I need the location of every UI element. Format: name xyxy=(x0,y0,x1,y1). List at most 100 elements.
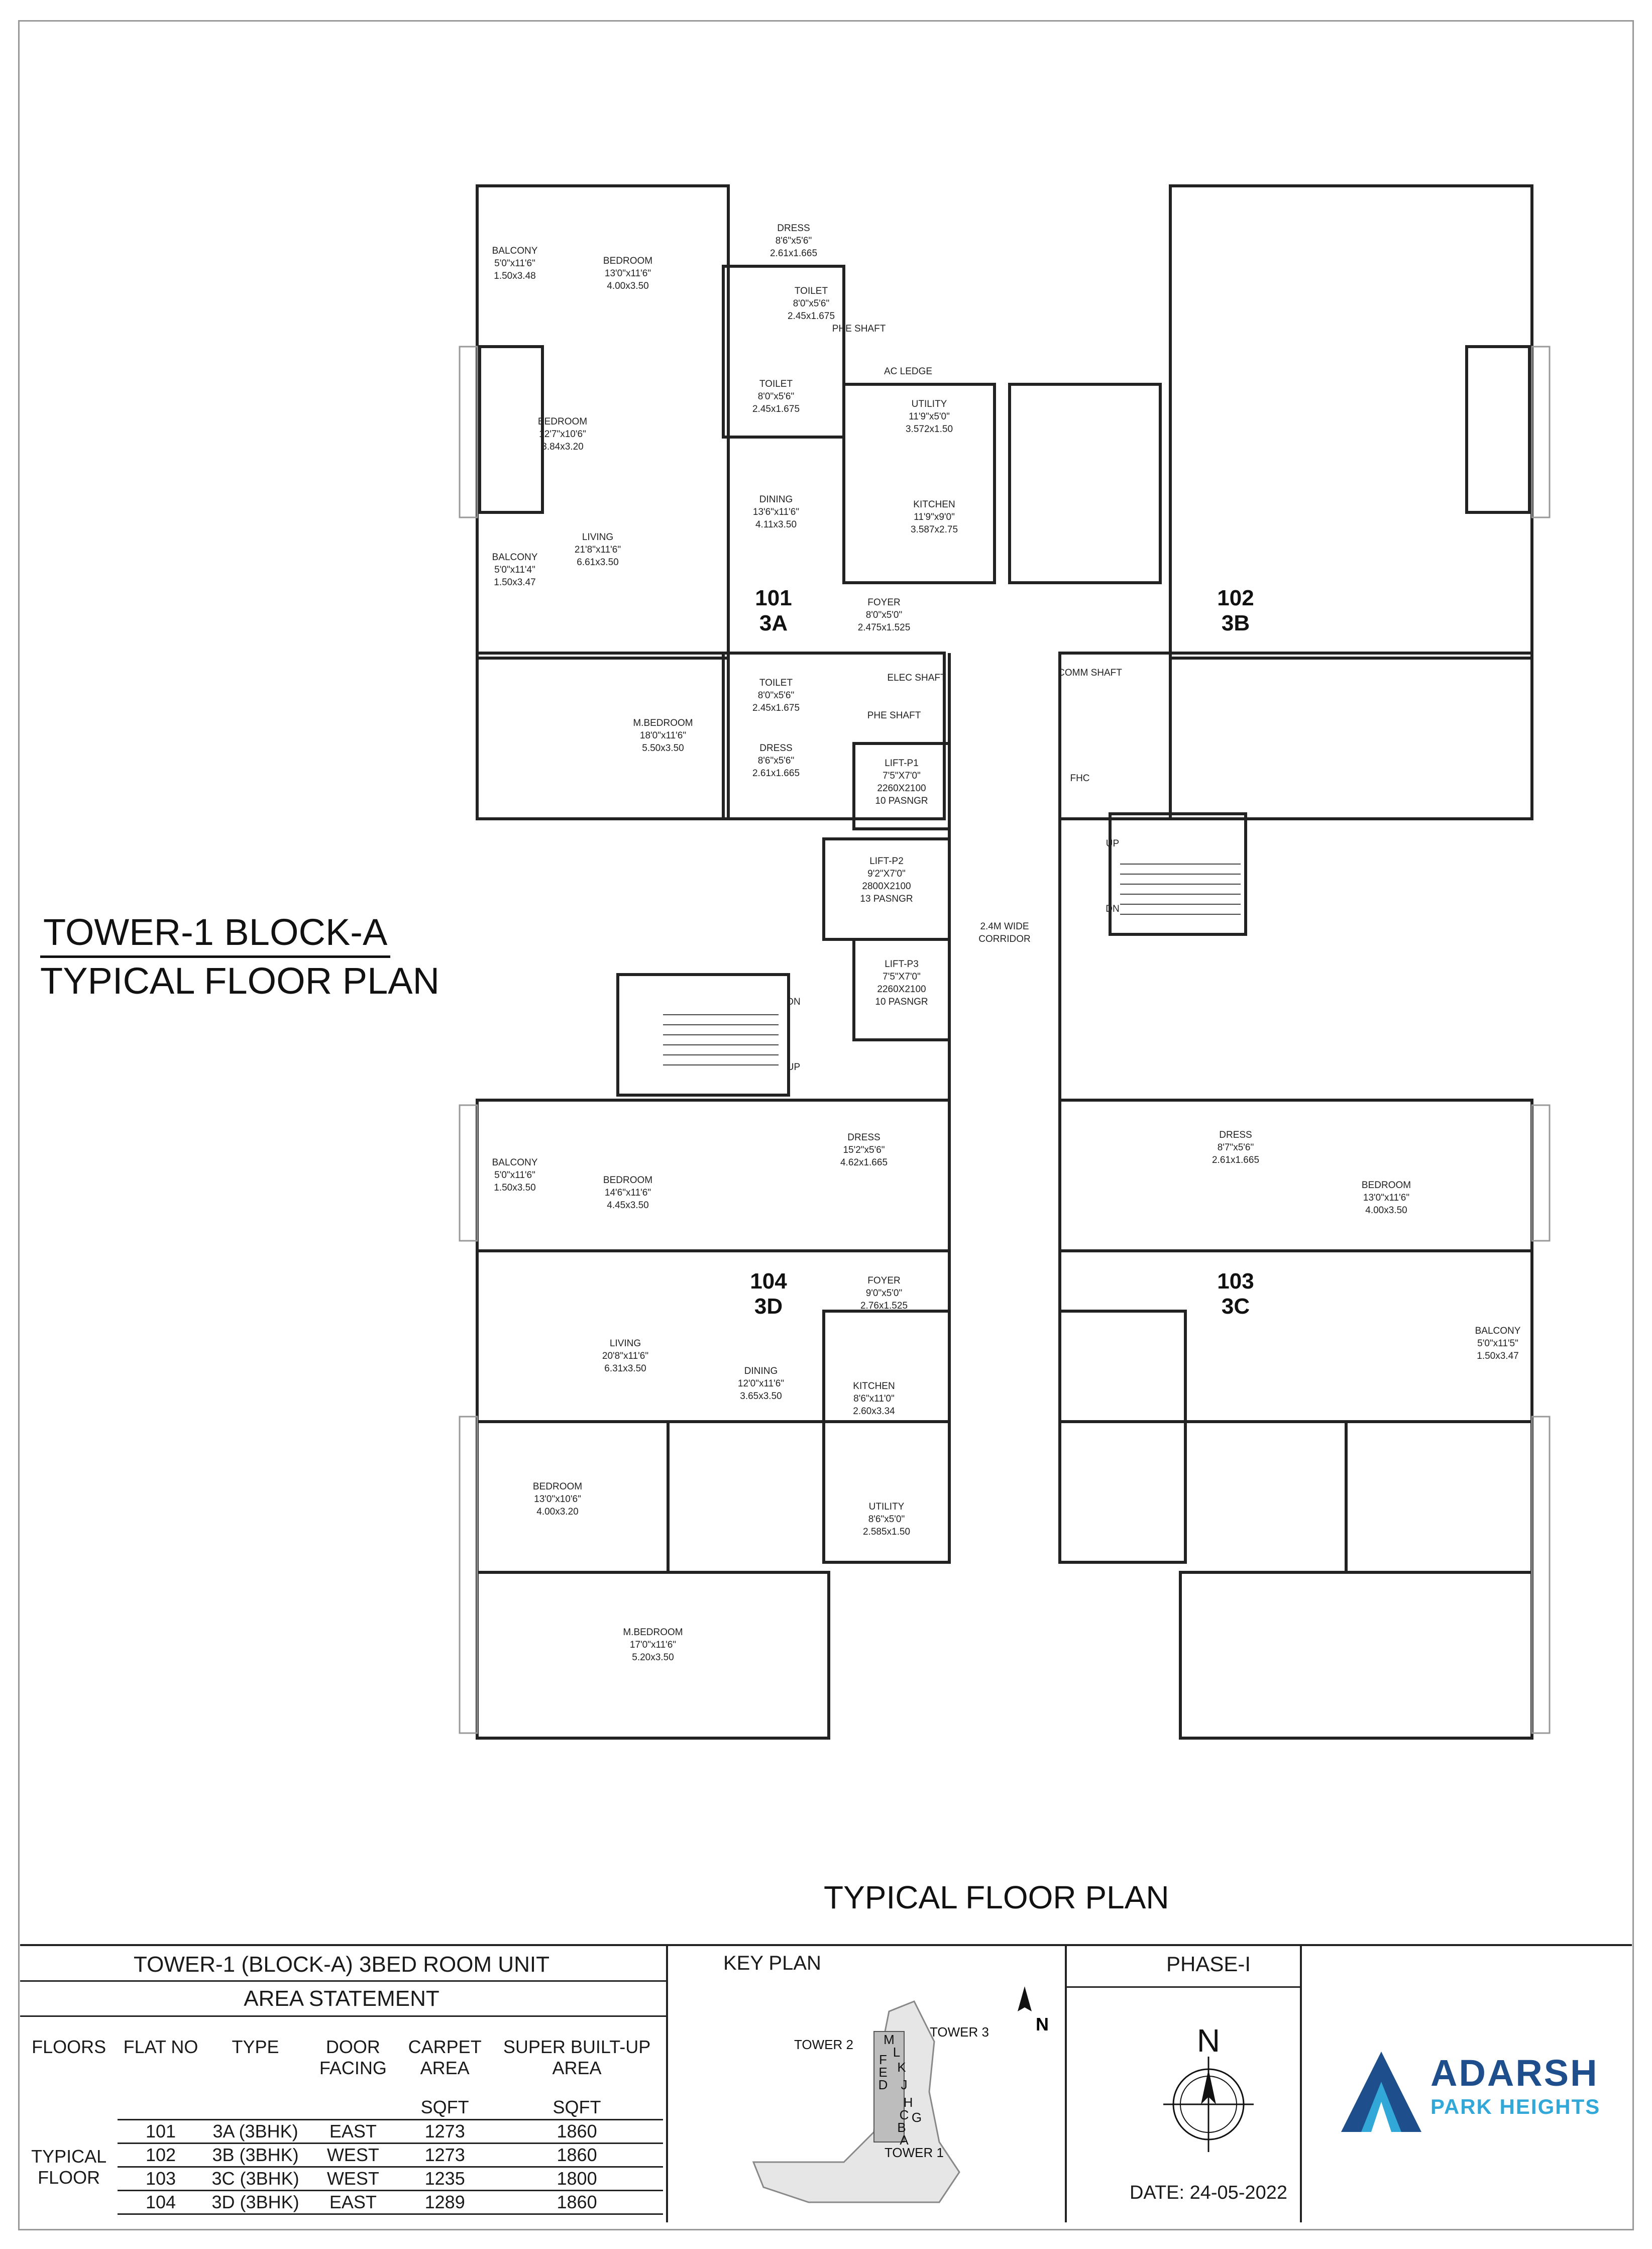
area-statement-table: FLOORS FLAT NO TYPE DOOR FACING CARPET A… xyxy=(20,2037,663,2215)
room-dim: 8'0"x5'6" xyxy=(793,298,830,309)
room-dim: 8'6"x11'0" xyxy=(853,1394,895,1404)
room-dim: 5'0"x11'6" xyxy=(494,1170,535,1181)
area-subtitle: AREA STATEMENT xyxy=(244,1986,439,2011)
unit-103-number: 103 xyxy=(1217,1269,1254,1294)
room-label: PHE SHAFT xyxy=(832,324,886,334)
facing-cell: EAST xyxy=(307,2190,399,2215)
room-dim: 13'6"x11'6" xyxy=(753,507,799,517)
tower-2-label: TOWER 2 xyxy=(794,2037,853,2052)
block-label: L xyxy=(893,2045,900,2060)
stair-up-label: UP xyxy=(787,1062,800,1073)
room-label: TOILET xyxy=(759,678,793,688)
plan-title: TOWER-1 BLOCK-A TYPICAL FLOOR PLAN xyxy=(40,909,439,1004)
room-metric: 4.00x3.20 xyxy=(536,1507,578,1517)
table-row: 104 3D (3BHK) EAST 1289 1860 xyxy=(20,2190,663,2215)
room-metric: 6.31x3.50 xyxy=(604,1363,646,1374)
unit-cell xyxy=(118,2096,204,2120)
divider xyxy=(666,1946,668,2222)
room-label: BALCONY xyxy=(492,552,538,563)
unit-103-outline xyxy=(1058,1099,1533,1252)
room-dim: 5'0"x11'4" xyxy=(494,565,535,575)
room-dim: 8'6"x5'0" xyxy=(868,1514,905,1525)
room-dim: 8'6"x5'6" xyxy=(758,756,795,766)
room-dim: 8'0"x5'6" xyxy=(758,690,795,701)
room-label: M.BEDROOM xyxy=(633,718,693,728)
room-metric: 3.587x2.75 xyxy=(911,524,958,535)
unit-102-kitchen xyxy=(1008,383,1162,584)
brand-tagline: PARK HEIGHTS xyxy=(1430,2095,1601,2118)
compass-icon: N xyxy=(1163,2022,1254,2152)
unit-102-type: 3B xyxy=(1222,611,1250,635)
room-metric: 2.61x1.665 xyxy=(752,768,800,779)
room-metric: 3.572x1.50 xyxy=(906,424,953,435)
room-label: UTILITY xyxy=(869,1502,905,1512)
unit-102-number: 102 xyxy=(1217,586,1254,610)
room-metric: 2.475x1.525 xyxy=(858,622,911,633)
unit-101-balcony xyxy=(478,345,544,514)
unit-101-master-bedroom xyxy=(476,652,730,820)
room-label: TOILET xyxy=(795,286,828,296)
room-label: KITCHEN xyxy=(853,1381,895,1391)
block-label: D xyxy=(878,2077,888,2092)
room-metric: 2.45x1.675 xyxy=(788,311,835,322)
room-label: DINING xyxy=(744,1366,778,1376)
key-plan-label: KEY PLAN xyxy=(723,1952,821,1974)
phase-label: PHASE-I xyxy=(1166,1952,1251,1976)
room-label: PHE SHAFT xyxy=(867,710,921,721)
stair-down-label: DN xyxy=(1106,904,1119,914)
room-metric: 2260X2100 xyxy=(877,984,926,995)
corridor-label: CORRIDOR xyxy=(978,934,1030,944)
room-metric: 6.61x3.50 xyxy=(577,557,618,568)
room-label: BEDROOM xyxy=(1362,1180,1411,1191)
unit-cell xyxy=(203,2096,307,2120)
room-label: FOYER xyxy=(867,597,900,608)
room-metric: 1.50x3.48 xyxy=(494,271,535,281)
room-dim: 21'8"x11'6" xyxy=(575,545,621,555)
divider xyxy=(1065,1946,1067,2222)
room-label: BEDROOM xyxy=(603,256,652,266)
room-metric: 4.00x3.50 xyxy=(607,281,648,291)
room-metric: 2260X2100 xyxy=(877,783,926,794)
flat-cell: 103 xyxy=(118,2167,204,2191)
room-metric: 4.45x3.50 xyxy=(607,1200,648,1211)
unit-cell: SQFT xyxy=(399,2096,491,2120)
room-label: LIVING xyxy=(582,532,613,543)
floor-plan-drawing: 101 3A 102 3B 104 3D 103 3C BALCONY 5'0"… xyxy=(459,184,1551,1740)
tower-3-label: TOWER 3 xyxy=(930,2024,989,2040)
room-label: BALCONY xyxy=(1475,1326,1521,1336)
room-label: LIFT-P1 xyxy=(885,758,919,769)
room-label: LIFT-P2 xyxy=(869,856,904,867)
room-label: BEDROOM xyxy=(603,1175,652,1186)
room-dim: 18'0"x11'6" xyxy=(640,730,686,741)
room-metric: 5.50x3.50 xyxy=(642,743,684,754)
flat-cell: 104 xyxy=(118,2190,204,2215)
plan-caption: TYPICAL FLOOR PLAN xyxy=(824,1879,1169,1915)
unit-101-kitchen xyxy=(842,383,996,584)
room-metric: 3.65x3.50 xyxy=(740,1391,782,1402)
plan-title-line2: TYPICAL FLOOR PLAN xyxy=(40,960,440,1002)
room-dim: 5'0"x11'6" xyxy=(494,258,535,269)
flat-cell: 101 xyxy=(118,2119,204,2144)
room-metric: 5.20x3.50 xyxy=(632,1652,674,1663)
block-label: M xyxy=(884,2032,895,2047)
room-metric: 2.76x1.525 xyxy=(860,1301,908,1311)
carpet-cell: 1273 xyxy=(399,2119,491,2144)
sheet-border xyxy=(18,20,1634,2230)
room-label: M.BEDROOM xyxy=(623,1627,683,1638)
room-label: DRESS xyxy=(847,1132,880,1143)
flat-cell: 102 xyxy=(118,2143,204,2168)
unit-cell: SQFT xyxy=(491,2096,663,2120)
north-label: N xyxy=(1036,2014,1049,2034)
block-label: H xyxy=(904,2095,913,2110)
room-dim: 20'8"x11'6" xyxy=(602,1351,648,1361)
block-label: G xyxy=(912,2110,922,2125)
unit-103-type: 3C xyxy=(1222,1294,1250,1319)
type-cell: 3C (3BHK) xyxy=(203,2167,307,2191)
header-flat-no: FLAT NO xyxy=(123,2037,198,2057)
room-label: AC LEDGE xyxy=(884,366,932,377)
block-label: C xyxy=(900,2107,909,2122)
lift-capacity: 10 PASNGR xyxy=(875,997,928,1007)
compass-north-label: N xyxy=(1197,2022,1220,2059)
room-dim: 13'0"x11'6" xyxy=(605,268,651,279)
room-dim: 13'0"x10'6" xyxy=(534,1494,581,1505)
